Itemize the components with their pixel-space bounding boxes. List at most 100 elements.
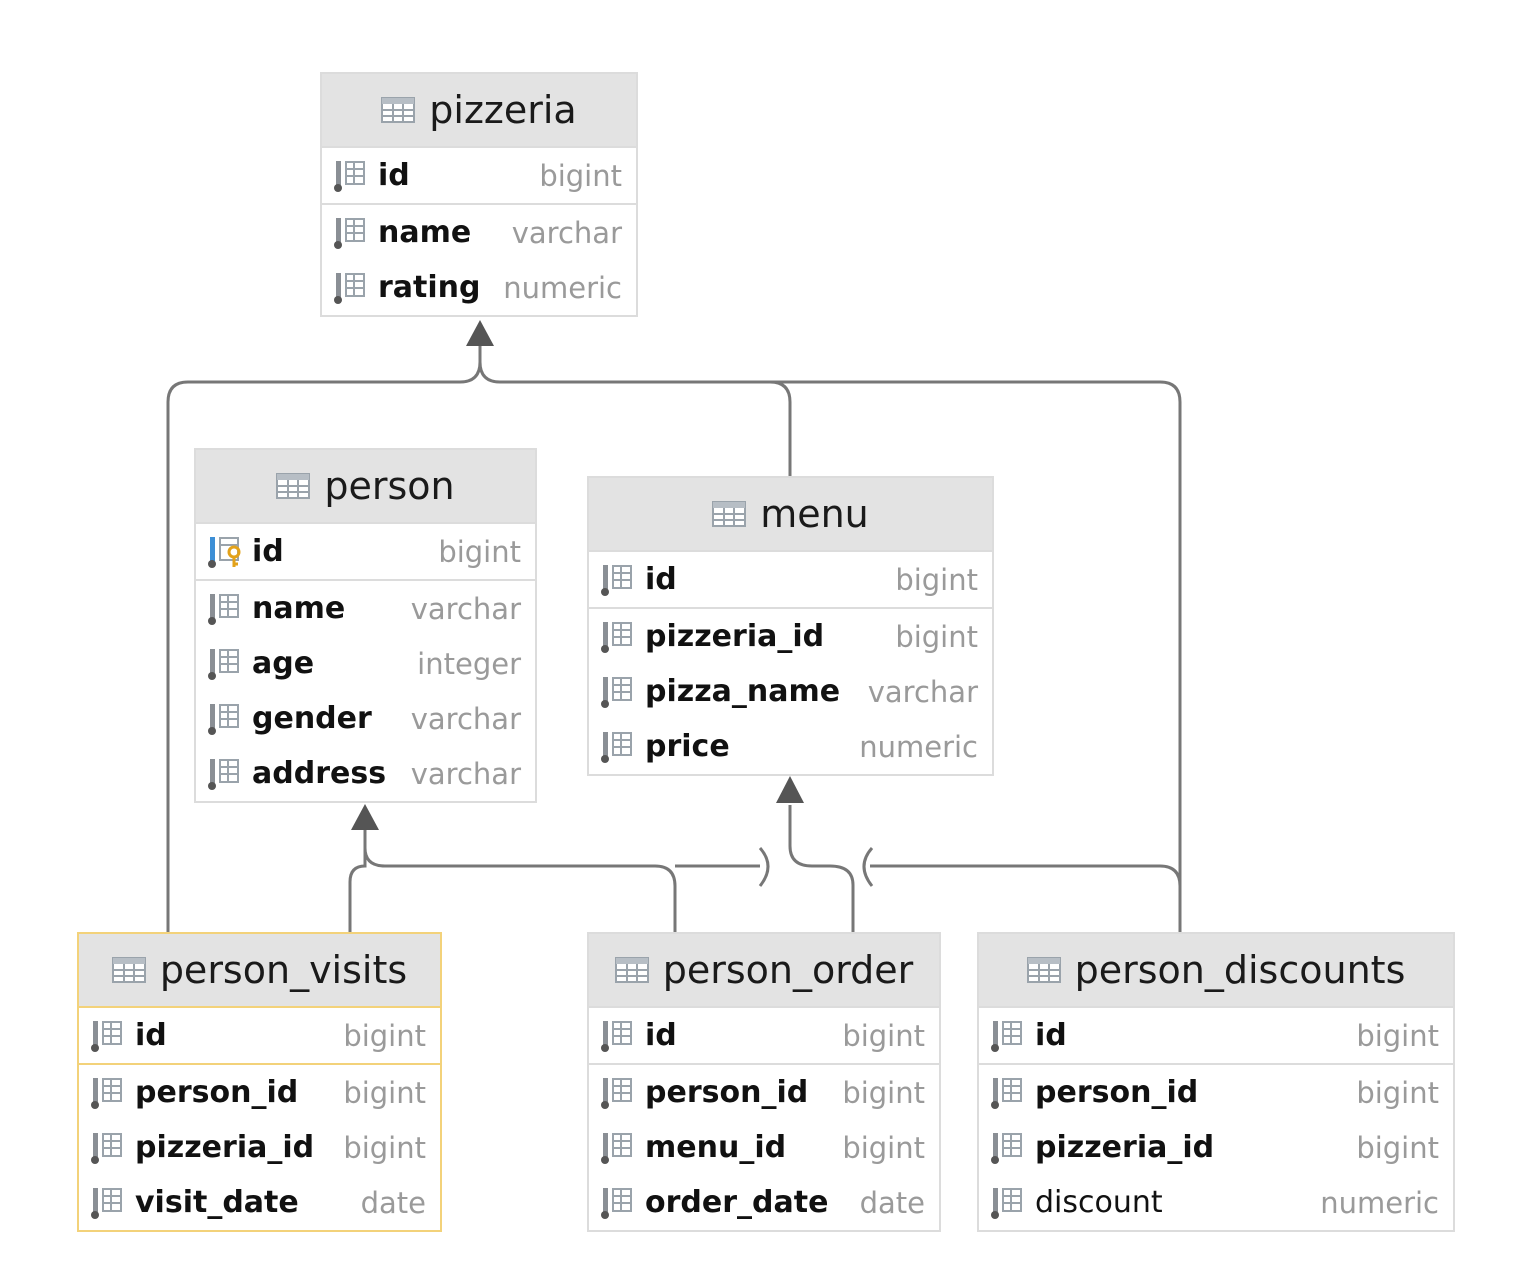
table-name: pizzeria — [429, 88, 577, 132]
column-row[interactable]: id bigint — [79, 1008, 440, 1065]
column-row[interactable]: gender varchar — [196, 691, 535, 746]
column-type: date — [859, 1185, 925, 1220]
column-icon — [208, 648, 239, 680]
column-type: bigint — [539, 158, 622, 193]
column-type: bigint — [438, 534, 521, 569]
column-name: pizza_name — [645, 674, 841, 709]
column-icon — [334, 217, 365, 249]
column-icon — [91, 1077, 122, 1109]
column-type: numeric — [503, 270, 622, 305]
table-person-discounts[interactable]: person_discounts id bigint person_id big… — [977, 932, 1455, 1232]
table-person-visits[interactable]: person_visits id bigint person_id bigint… — [77, 932, 442, 1232]
column-name: person_id — [1035, 1075, 1199, 1110]
column-name: name — [378, 215, 472, 250]
column-row[interactable]: person_id bigint — [79, 1065, 440, 1120]
column-name: rating — [378, 270, 481, 305]
column-type: bigint — [895, 619, 978, 654]
edge-hop-left — [758, 847, 770, 887]
column-row[interactable]: id bigint — [979, 1008, 1453, 1065]
edge-person-discounts-to-person-b — [870, 864, 1182, 935]
column-icon — [334, 272, 365, 304]
column-row[interactable]: person_id bigint — [589, 1065, 939, 1120]
column-type: numeric — [1320, 1185, 1439, 1220]
column-name: price — [645, 729, 730, 764]
table-name: person_order — [662, 948, 914, 992]
column-type: bigint — [1356, 1075, 1439, 1110]
edge-person-order-to-menu — [788, 805, 855, 935]
column-row[interactable]: address varchar — [196, 746, 535, 801]
column-type: bigint — [842, 1130, 925, 1165]
column-icon — [208, 703, 239, 735]
column-name: id — [135, 1018, 167, 1053]
column-name: id — [645, 1018, 677, 1053]
column-name: visit_date — [135, 1185, 299, 1220]
column-row[interactable]: name varchar — [196, 581, 535, 636]
column-icon — [991, 1132, 1022, 1164]
column-icon — [601, 1077, 632, 1109]
column-row[interactable]: pizzeria_id bigint — [589, 609, 992, 664]
column-type: bigint — [343, 1130, 426, 1165]
column-type: bigint — [1356, 1130, 1439, 1165]
column-row[interactable]: price numeric — [589, 719, 992, 774]
column-row[interactable]: id bigint — [196, 524, 535, 581]
column-row[interactable]: name varchar — [322, 205, 636, 260]
arrow-to-menu — [776, 776, 804, 803]
column-icon — [601, 621, 632, 653]
arrow-to-pizzeria — [466, 320, 494, 346]
column-row[interactable]: order_date date — [589, 1175, 939, 1230]
column-icon — [991, 1020, 1022, 1052]
column-name: discount — [1035, 1185, 1163, 1220]
column-type: bigint — [895, 562, 978, 597]
column-icon — [991, 1187, 1022, 1219]
column-row[interactable]: visit_date date — [79, 1175, 440, 1230]
column-row[interactable]: person_id bigint — [979, 1065, 1453, 1120]
column-name: pizzeria_id — [135, 1130, 315, 1165]
column-row[interactable]: pizza_name varchar — [589, 664, 992, 719]
column-row[interactable]: discount numeric — [979, 1175, 1453, 1230]
table-person-order[interactable]: person_order id bigint person_id bigint … — [587, 932, 941, 1232]
column-row[interactable]: pizzeria_id bigint — [79, 1120, 440, 1175]
table-name: person — [324, 464, 455, 508]
column-row[interactable]: id bigint — [589, 1008, 939, 1065]
table-icon — [712, 501, 747, 527]
column-row[interactable]: rating numeric — [322, 260, 636, 315]
table-icon — [276, 473, 311, 499]
table-name: person_visits — [159, 948, 408, 992]
column-icon — [601, 731, 632, 763]
column-type: bigint — [1356, 1018, 1439, 1053]
column-name: age — [252, 646, 315, 681]
column-icon — [601, 676, 632, 708]
column-icon — [601, 1187, 632, 1219]
column-name: id — [378, 158, 410, 193]
column-type: bigint — [343, 1075, 426, 1110]
column-row[interactable]: id bigint — [589, 552, 992, 609]
column-type: bigint — [842, 1018, 925, 1053]
column-name: order_date — [645, 1185, 829, 1220]
column-row[interactable]: age integer — [196, 636, 535, 691]
table-icon — [614, 957, 649, 983]
column-icon — [601, 564, 632, 596]
column-row[interactable]: pizzeria_id bigint — [979, 1120, 1453, 1175]
column-name: gender — [252, 701, 372, 736]
edge-person-visits-to-person — [348, 830, 367, 935]
column-type: varchar — [511, 215, 622, 250]
column-name: address — [252, 756, 387, 791]
table-pizzeria[interactable]: pizzeria id bigint name varchar rating n… — [320, 72, 638, 317]
table-name: person_discounts — [1074, 948, 1406, 992]
column-icon — [208, 758, 239, 790]
column-icon — [208, 593, 239, 625]
column-row[interactable]: menu_id bigint — [589, 1120, 939, 1175]
table-icon — [1026, 957, 1061, 983]
column-row[interactable]: id bigint — [322, 148, 636, 205]
column-type: varchar — [410, 701, 521, 736]
column-name: pizzeria_id — [645, 619, 825, 654]
table-header: person_visits — [79, 934, 440, 1008]
table-header: pizzeria — [322, 74, 636, 148]
table-person[interactable]: person id bigint name varchar age intege… — [194, 448, 537, 803]
column-icon — [991, 1077, 1022, 1109]
column-type: integer — [417, 646, 521, 681]
column-type: numeric — [859, 729, 978, 764]
table-menu[interactable]: menu id bigint pizzeria_id bigint pizza_… — [587, 476, 994, 776]
table-icon — [381, 97, 416, 123]
